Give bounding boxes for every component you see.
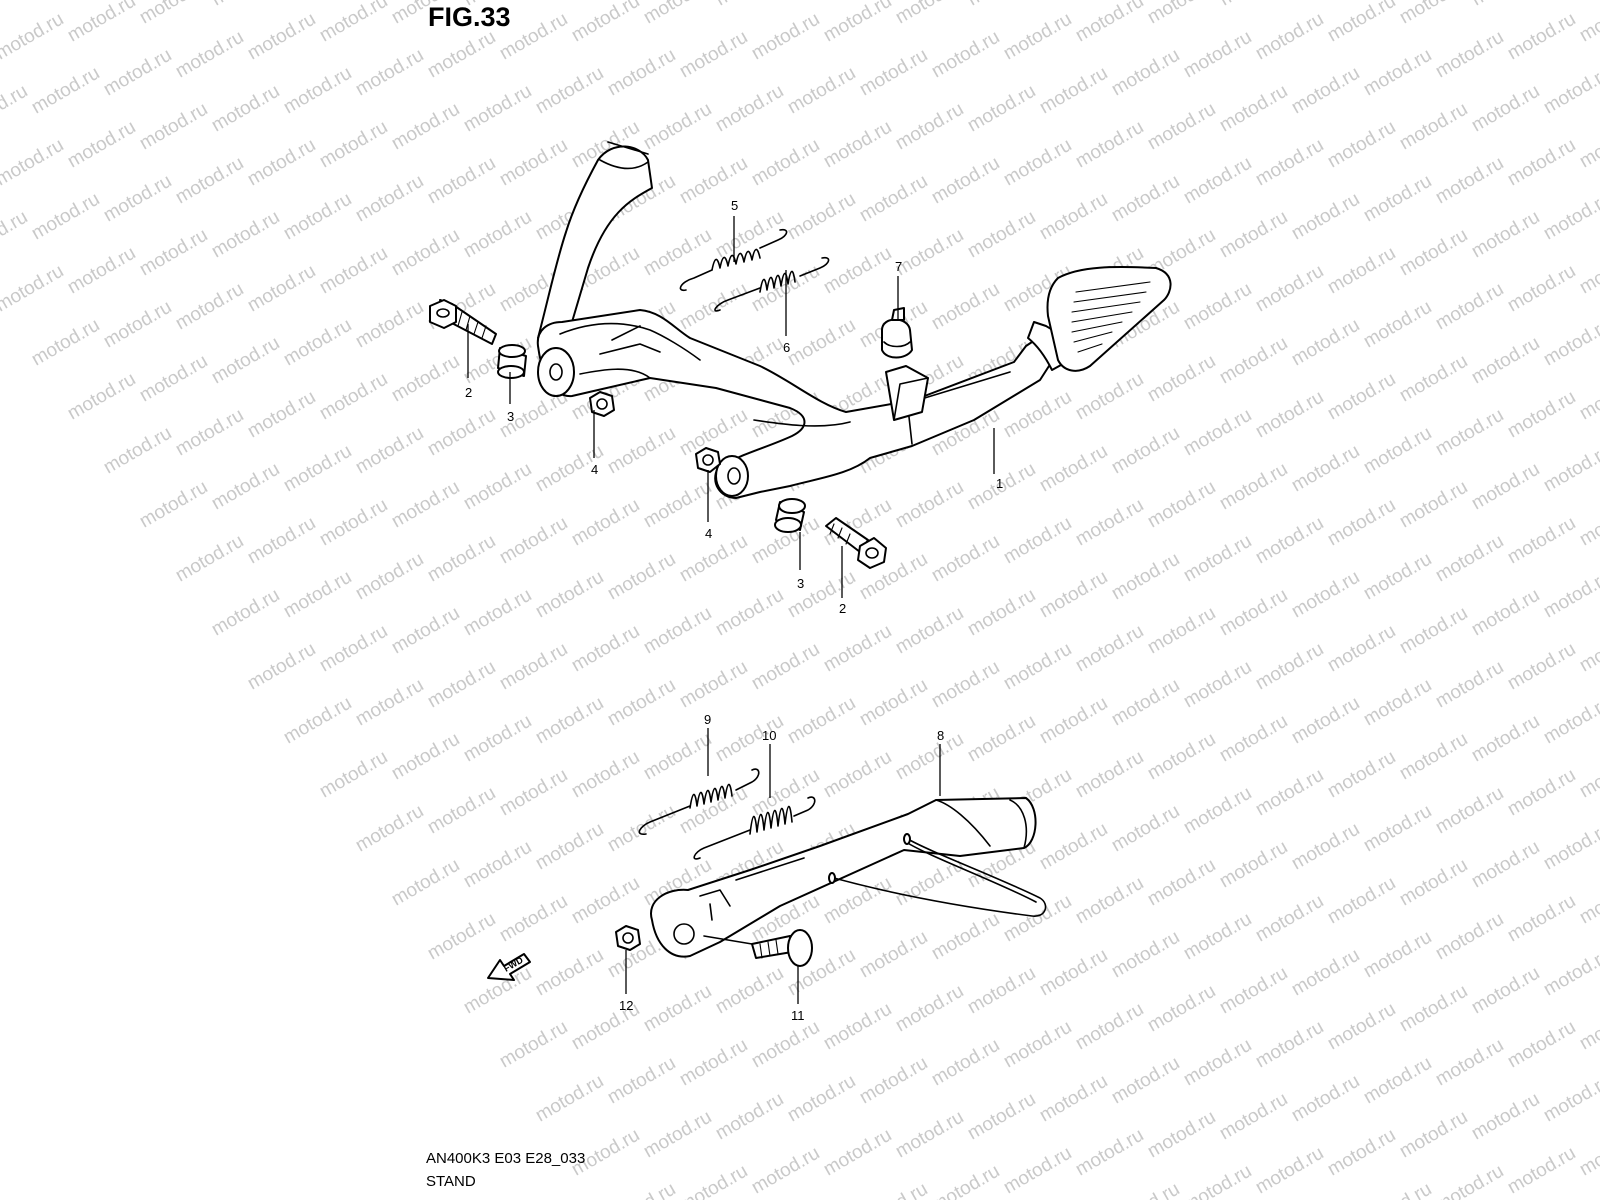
callout-8: 8: [937, 728, 944, 743]
callout-4-center: 4: [705, 526, 712, 541]
nut-left: [589, 391, 615, 417]
callout-12: 12: [619, 998, 633, 1013]
callout-2-left: 2: [465, 385, 472, 400]
model-code: AN400K3 E03 E28_033: [426, 1150, 586, 1167]
callout-1: 1: [996, 476, 1003, 491]
callout-2-right: 2: [839, 601, 846, 616]
spring-upper-b: [714, 256, 830, 312]
callout-4-left: 4: [591, 462, 598, 477]
callout-11: 11: [791, 1008, 805, 1023]
side-nut: [615, 925, 641, 951]
callout-3-left: 3: [507, 409, 514, 424]
callout-5: 5: [731, 198, 738, 213]
bushing-right: [774, 498, 806, 533]
section-title: STAND: [426, 1173, 476, 1190]
bolt-right: [825, 517, 887, 569]
side-stand: [650, 797, 1047, 958]
callout-9: 9: [704, 712, 711, 727]
forward-arrow-icon: FWD: [487, 953, 531, 981]
callout-6: 6: [783, 340, 790, 355]
spring-lower-a: [638, 768, 760, 836]
leader-lines: [467, 216, 995, 1004]
side-bolt: [703, 929, 813, 967]
callout-labels: 1 2 3 4 5 6 7 4 3 2 8 9 10 11 12: [465, 198, 1003, 1023]
bushing-left: [497, 344, 527, 379]
spring-upper-a: [679, 228, 788, 292]
figure-title: FIG.33: [428, 2, 511, 32]
callout-10: 10: [762, 728, 776, 743]
nut-center: [695, 447, 721, 473]
stopper-rubber: [881, 307, 913, 359]
spring-lower-b: [693, 796, 816, 860]
bolt-left: [429, 299, 497, 345]
callout-3-right: 3: [797, 576, 804, 591]
center-stand: [536, 141, 1172, 499]
callout-7: 7: [895, 259, 902, 274]
